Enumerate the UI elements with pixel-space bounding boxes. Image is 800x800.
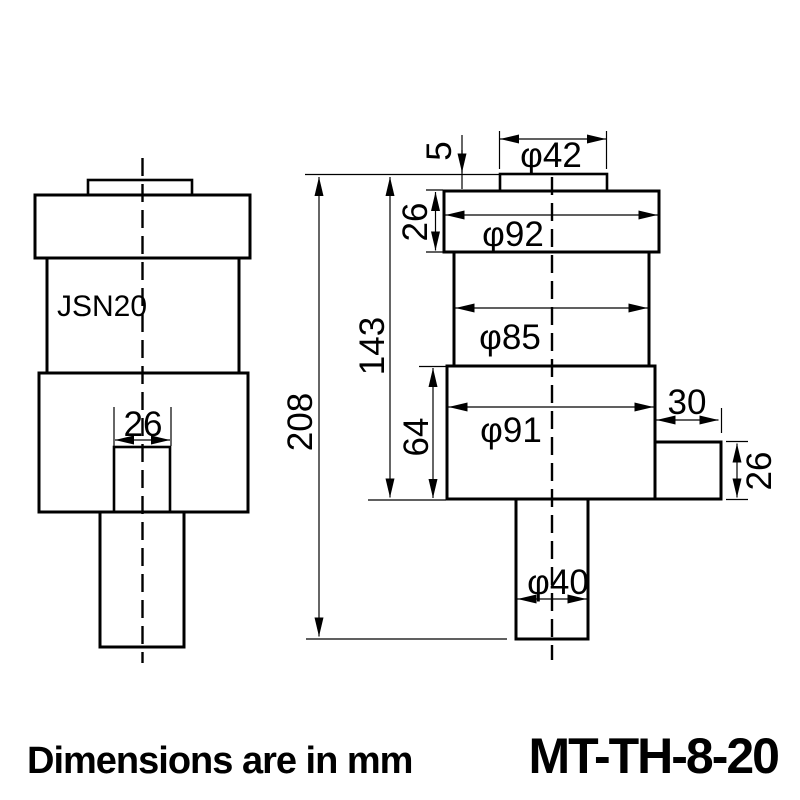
dim-boss-height: 5 — [420, 135, 467, 189]
dim-lower-body-diameter: φ91 — [448, 402, 654, 450]
dim-overall-height: 208 — [281, 177, 324, 637]
dim-label-boss-diameter: φ42 — [520, 136, 582, 175]
left-shank-outline — [98, 510, 186, 649]
dim-label-flange-diameter: φ92 — [482, 215, 544, 254]
dim-flange-diameter: φ92 — [445, 210, 658, 254]
part-number: MT-TH-8-20 — [528, 728, 780, 784]
dim-flange-thickness: 26 — [396, 189, 443, 253]
dim-label-lower-body-diameter: φ91 — [480, 411, 542, 450]
dim-label-tab-length: 30 — [668, 383, 707, 422]
right-top-boss-outline — [498, 172, 609, 193]
dim-slot-width: 26 — [113, 405, 172, 446]
model-label: JSN20 — [57, 290, 147, 323]
dim-label-boss-height: 5 — [420, 141, 459, 160]
dim-upper-body-diameter: φ85 — [455, 303, 648, 357]
left-top-boss-outline — [86, 178, 194, 197]
dim-body-height: 143 — [353, 177, 395, 498]
dim-label-upper-body-diameter: φ85 — [479, 318, 541, 357]
dim-label-flange-thickness: 26 — [396, 203, 435, 242]
dim-label-lower-body-height: 64 — [397, 418, 436, 457]
dim-tab-length: 30 — [656, 383, 723, 433]
dim-label-tab-thickness: 26 — [740, 452, 779, 491]
right-view: 208 143 5 φ42 — [281, 131, 779, 660]
dim-lower-body-height: 64 — [397, 365, 446, 498]
units-note: Dimensions are in mm — [27, 740, 413, 782]
dim-boss-diameter: φ42 — [498, 131, 608, 175]
dim-label-slot-width: 26 — [124, 405, 163, 444]
dim-label-overall-height: 208 — [281, 393, 320, 451]
right-shank-outline — [514, 497, 590, 641]
dim-label-body-height: 143 — [353, 317, 392, 375]
right-side-tab-outline — [653, 440, 723, 501]
dim-label-shank-diameter: φ40 — [527, 563, 589, 602]
dim-shank-diameter: φ40 — [517, 563, 589, 604]
left-view: JSN20 26 — [33, 158, 252, 663]
dim-tab-thickness: 26 — [726, 440, 779, 501]
